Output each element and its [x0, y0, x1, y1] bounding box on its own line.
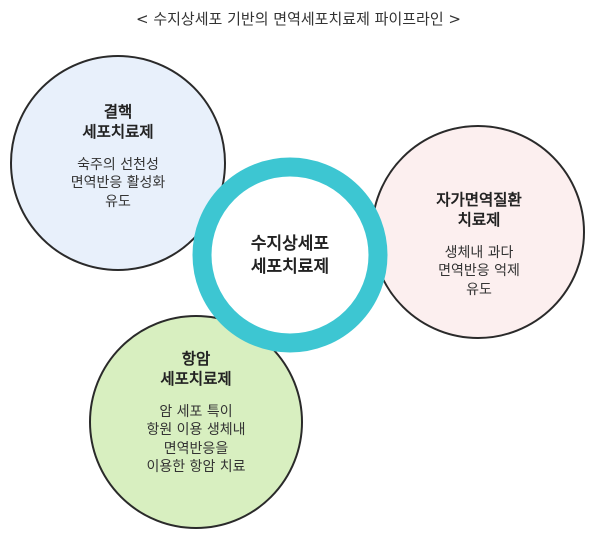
autoimmune-title-line2: 치료제	[457, 211, 501, 230]
cancer-desc-line3: 면역반응을	[163, 440, 229, 457]
cancer-desc-line4: 이용한 항암 치료	[146, 458, 246, 475]
autoimmune-desc-line3: 유도	[466, 281, 492, 298]
autoimmune-title-line1: 자가면역질환	[436, 191, 522, 209]
cancer-desc-line2: 항원 이용 생체내	[146, 422, 246, 439]
tb-title-line2: 세포치료제	[82, 123, 154, 142]
tb-desc-line1: 숙주의 선천성	[77, 157, 159, 174]
cancer-label: 항암 세포치료제 암 세포 특이 항원 이용 생체내 면역반응을 이용한 항암 …	[116, 349, 276, 476]
center-title-line1: 수지상세포	[250, 234, 330, 254]
tb-desc-line2: 면역반응 활성화	[70, 175, 166, 192]
cancer-circle	[89, 315, 303, 529]
tb-label: 결핵 세포치료제 숙주의 선천성 면역반응 활성화 유도	[38, 102, 198, 211]
tb-desc-line3: 유도	[105, 193, 131, 210]
autoimmune-label: 자가면역질환 치료제 생체내 과다 면역반응 억제 유도	[398, 190, 560, 299]
autoimmune-desc-line1: 생체내 과다	[444, 245, 514, 262]
tb-circle	[10, 55, 226, 271]
cancer-title-line1: 항암	[181, 350, 211, 368]
autoimmune-desc-line2: 면역반응 억제	[438, 263, 520, 280]
cancer-title-line2: 세포치료제	[160, 370, 232, 389]
diagram-title: < 수지상세포 기반의 면역세포치료제 파이프라인 >	[136, 10, 461, 28]
center-title-line2: 세포치료제	[250, 256, 330, 277]
center-ring	[192, 157, 388, 353]
cancer-desc-line1: 암 세포 특이	[159, 404, 233, 421]
center-label: 수지상세포 세포치료제	[220, 233, 360, 279]
tb-title-line1: 결핵	[103, 103, 133, 121]
